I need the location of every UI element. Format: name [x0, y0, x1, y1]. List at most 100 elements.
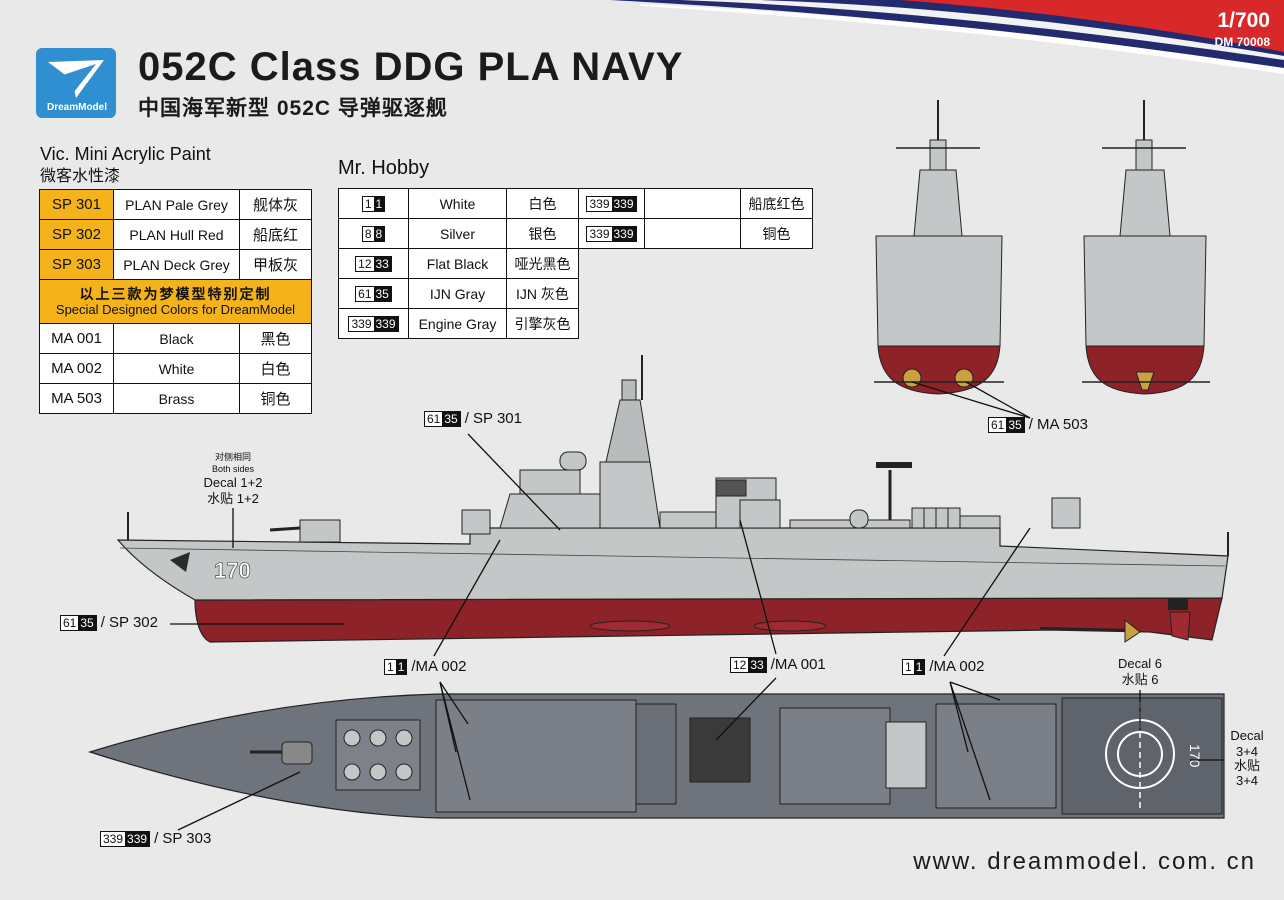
catalog-number: DM 70008 — [1214, 35, 1270, 49]
paint-name-cn: 白色 — [239, 353, 312, 384]
paint-code: SP 301 — [39, 189, 114, 220]
paint-name: PLAN Pale Grey — [113, 189, 240, 220]
both-sides-note-cn: 对侧相同 — [214, 452, 251, 462]
paint-name — [644, 188, 741, 219]
paint-name: Engine Gray — [408, 308, 507, 339]
paint-name: PLAN Deck Grey — [113, 249, 240, 280]
paint-name-cn: 铜色 — [740, 218, 813, 249]
logo-text: DreamModel — [46, 102, 107, 113]
website-url: www. dreammodel. com. cn — [913, 848, 1256, 875]
paint-name: Flat Black — [408, 248, 507, 279]
paint-name-cn: IJN 灰色 — [506, 278, 579, 309]
paint-name: PLAN Hull Red — [113, 219, 240, 250]
paint-name-cn: 甲板灰 — [239, 249, 312, 280]
decal-1-2-label-cn: 水贴 1+2 — [207, 491, 259, 506]
callout-text: /MA 002 — [411, 658, 467, 675]
mr-hobby-heading: Mr. Hobby — [338, 157, 430, 179]
empty-cell — [578, 278, 813, 309]
paint-name-cn: 银色 — [506, 218, 579, 249]
paint-name: IJN Gray — [408, 278, 507, 309]
special-note-en: Special Designed Colors for DreamModel — [55, 301, 296, 317]
paint-name: Black — [113, 323, 240, 354]
paint-code: SP 303 — [39, 249, 114, 280]
paint-code: MA 002 — [39, 353, 114, 384]
paint-name — [644, 218, 741, 249]
vic-heading-cn: 微客水性漆 — [40, 168, 121, 185]
special-note-cn: 以上三款为梦模型特别定制 — [79, 285, 272, 302]
empty-cell — [578, 308, 813, 339]
paint-code: MA 503 — [39, 383, 114, 414]
decal-3-4-num-cn: 3+4 — [1235, 773, 1259, 788]
decal-3-4-label: Decal — [1230, 728, 1264, 743]
callout-text: /MA 001 — [770, 656, 826, 673]
paint-name-cn: 船底红 — [239, 219, 312, 250]
decal-3-4-label-cn: 水贴 — [1233, 758, 1260, 773]
paint-name-cn: 白色 — [506, 188, 579, 219]
leader-lines — [170, 381, 1224, 831]
paint-code: MA 001 — [39, 323, 114, 354]
ship-side-profile — [116, 355, 1229, 643]
empty-cell — [578, 248, 813, 279]
paint-code: SP 302 — [39, 219, 114, 250]
page-title: 052C Class DDG PLA NAVY — [138, 45, 684, 89]
paint-name: Brass — [113, 383, 240, 414]
callout-text: / SP 301 — [464, 410, 522, 427]
header-stripes — [610, 0, 1284, 74]
both-sides-note-en: Both sides — [211, 464, 255, 474]
paint-name-cn: 船底红色 — [740, 188, 813, 219]
decal-3-4-num: 3+4 — [1235, 744, 1259, 759]
page-subtitle-cn: 中国海军新型 052C 导弹驱逐舰 — [138, 97, 448, 120]
decal-6-label: Decal 6 — [1117, 656, 1163, 671]
callout-text: / SP 303 — [154, 830, 212, 847]
ship-stern-views — [874, 100, 1210, 395]
paint-name: Silver — [408, 218, 507, 249]
paint-name-cn: 引擎灰色 — [506, 308, 579, 339]
paint-name-cn: 铜色 — [239, 383, 312, 414]
callout-text: / MA 503 — [1028, 416, 1088, 433]
paint-name-cn: 舰体灰 — [239, 189, 312, 220]
decal-1-2-label: Decal 1+2 — [203, 475, 263, 490]
callout-text: /MA 002 — [929, 658, 985, 675]
vic-heading: Vic. Mini Acrylic Paint — [40, 144, 211, 164]
decal-6-label-cn: 水贴 6 — [1121, 672, 1159, 687]
hull-number-text: 170 — [214, 558, 251, 583]
scale-label: 1/700 — [1217, 9, 1270, 32]
paint-name: White — [408, 188, 507, 219]
callout-text: / SP 302 — [100, 614, 158, 631]
paint-name-cn: 黑色 — [239, 323, 312, 354]
paint-name-cn: 哑光黑色 — [506, 248, 579, 279]
ship-top-view — [87, 693, 1225, 819]
deck-number-text: 170 — [1187, 744, 1203, 768]
dreammodel-logo — [36, 48, 116, 118]
